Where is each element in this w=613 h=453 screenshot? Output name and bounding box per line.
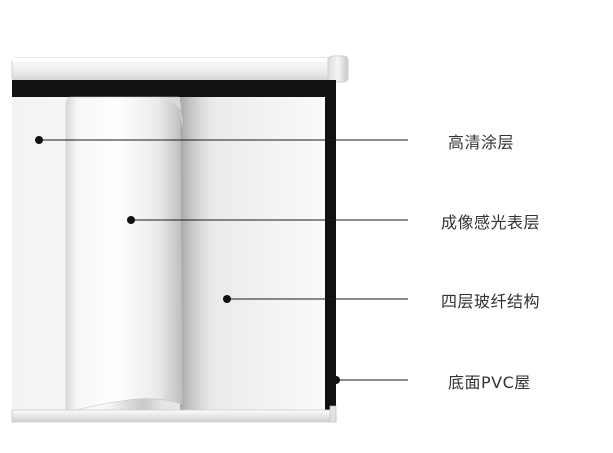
dot-3 — [223, 295, 231, 303]
dot-4 — [332, 376, 340, 384]
curl-shadow — [180, 97, 220, 411]
curled-layer — [65, 96, 183, 414]
leader-dots — [35, 136, 340, 384]
layer-label-hd-coating: 高清涂层 — [448, 133, 515, 152]
end-cap — [327, 55, 349, 83]
layer-label-pvc-base: 底面PVC屋 — [448, 373, 531, 392]
dot-1 — [35, 136, 43, 144]
leader-lines — [39, 139, 408, 381]
dot-2 — [127, 216, 135, 224]
roller-case — [11, 55, 349, 83]
layer-label-fiberglass-structure: 四层玻纤结构 — [441, 292, 541, 311]
bottom-bar — [11, 409, 337, 423]
layer-label-imaging-surface: 成像感光表层 — [441, 213, 541, 232]
